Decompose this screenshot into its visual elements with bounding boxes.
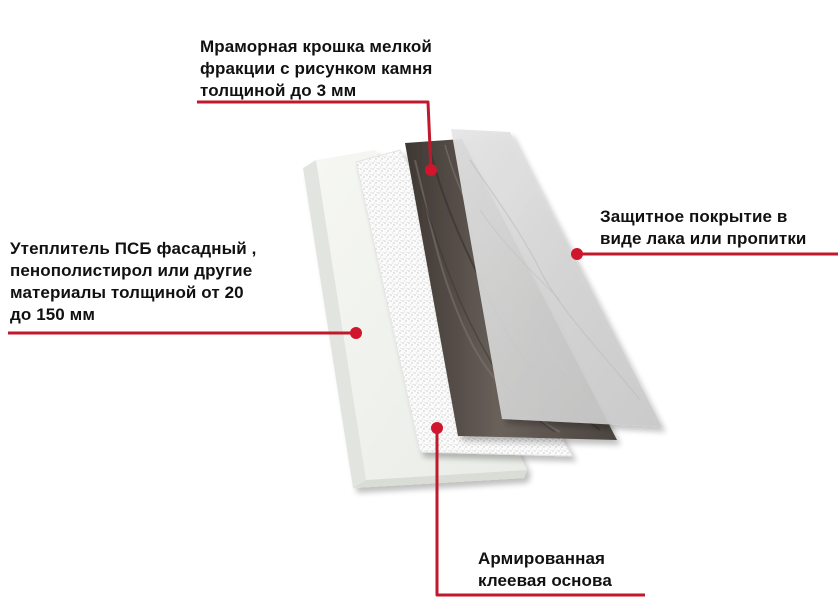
label-line: пенополистирол или другие [10, 261, 253, 280]
label-line: виде лака или пропитки [600, 229, 807, 248]
label-line: толщиной до 3 мм [200, 81, 357, 100]
marker-dot-marble [425, 164, 437, 176]
insulation-board-side [303, 160, 366, 488]
insulation-board-bottom [353, 470, 527, 488]
label-line: Защитное покрытие в [600, 207, 788, 226]
label-line: Армированная [478, 549, 606, 568]
label-line: клеевая основа [478, 571, 612, 590]
coating-layer-face [451, 129, 662, 427]
coating-layer [451, 129, 662, 427]
label-line: до 150 мм [10, 305, 96, 324]
label-line: Мраморная крошка мелкой [200, 37, 432, 56]
marker-dots [350, 164, 583, 434]
label-line: фракции с рисунком камня [200, 59, 433, 78]
label-line: материалы толщиной от 20 [10, 283, 244, 302]
label-protective-coating: Защитное покрытие в виде лака или пропит… [600, 206, 806, 250]
label-line: Утеплитель ПСБ фасадный , [10, 239, 257, 258]
marker-dot-coating [571, 248, 583, 260]
label-marble-chips: Мраморная крошка мелкой фракции с рисунк… [200, 36, 432, 102]
leader-lines [8, 100, 838, 597]
marker-dot-insulation [350, 327, 362, 339]
label-adhesive-base: Армированная клеевая основа [478, 548, 612, 592]
leader-line-base [435, 428, 645, 597]
leader-line-marble [197, 100, 433, 171]
marker-dot-base [431, 422, 443, 434]
label-insulation: Утеплитель ПСБ фасадный , пенополистирол… [10, 238, 257, 326]
